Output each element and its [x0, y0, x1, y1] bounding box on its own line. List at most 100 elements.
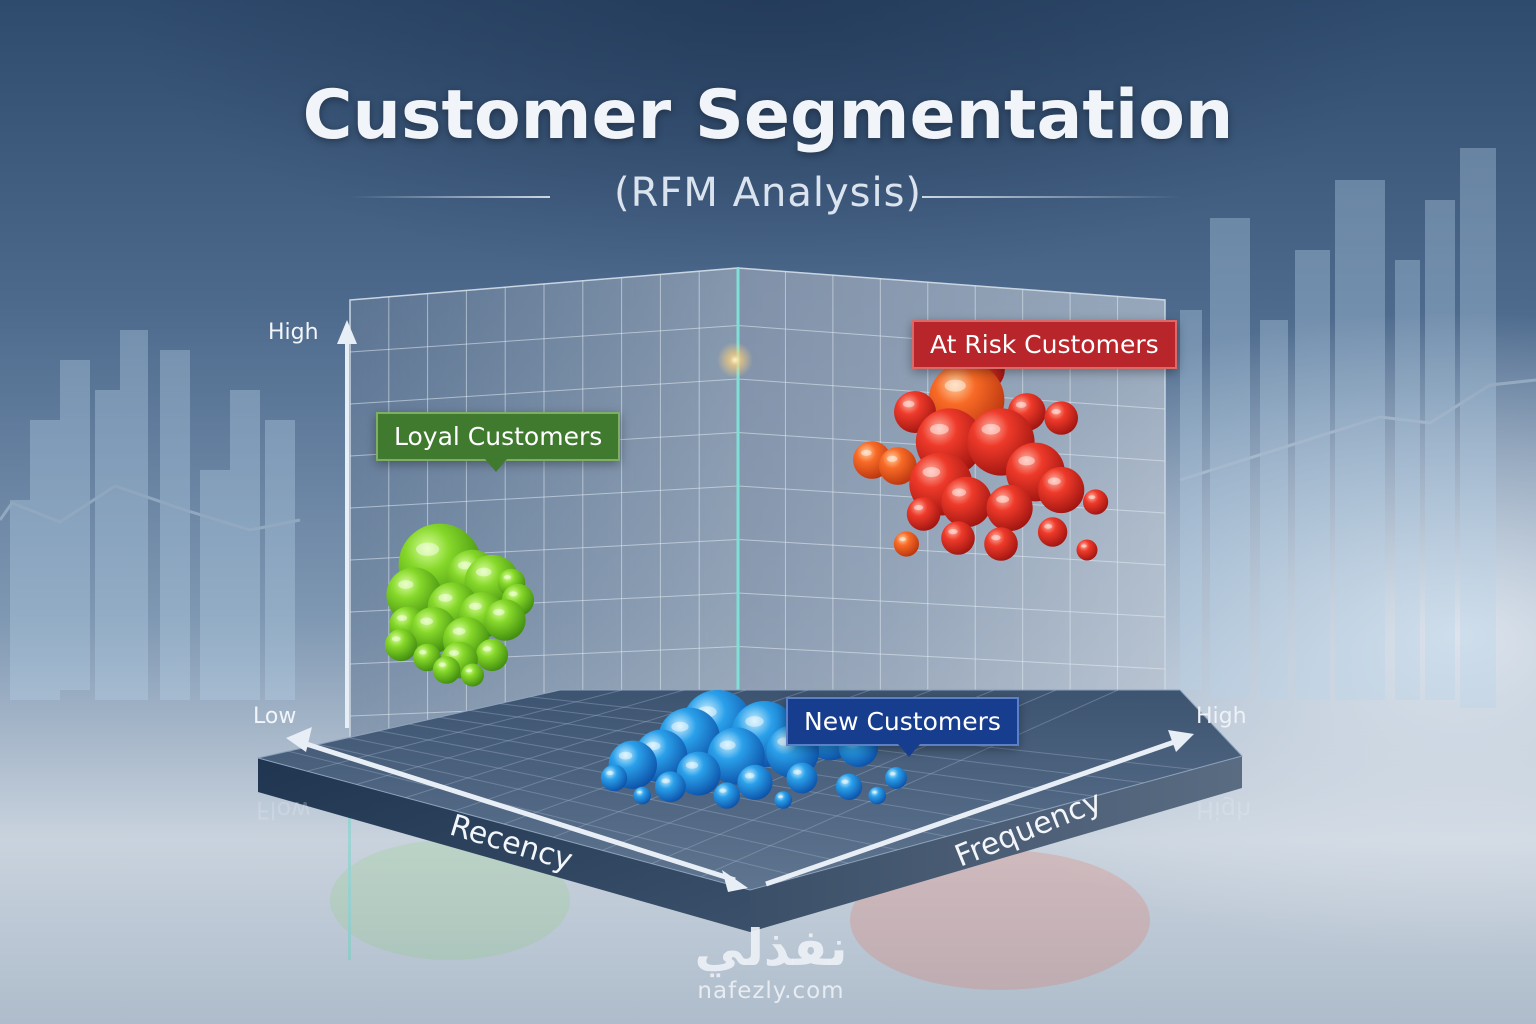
bubble-highlight [1088, 495, 1096, 500]
new-customers-label[interactable]: New Customers [786, 697, 1019, 757]
background-bar-chart [0, 148, 1536, 708]
background-bar [265, 420, 295, 700]
brand-logo[interactable]: نفذلي nafezly.com [676, 918, 866, 1004]
at-risk-bubble [986, 484, 1033, 532]
bubble-highlight [685, 761, 699, 769]
new-bubble [786, 762, 818, 794]
background-bar [60, 360, 90, 690]
background-bar [160, 350, 190, 700]
bubble-highlight [902, 400, 915, 408]
bubble-highlight [841, 779, 849, 784]
new-customers-text: New Customers [804, 707, 1001, 736]
background-bar [230, 390, 260, 700]
brand-website: nafezly.com [697, 978, 845, 1004]
at-risk-bubble [941, 476, 992, 528]
new-bubble [633, 786, 651, 805]
background-bar [1395, 260, 1420, 700]
bubble-highlight [922, 466, 941, 478]
at-risk-bubble [1076, 539, 1098, 561]
loyal-customers-label[interactable]: Loyal Customers [376, 412, 621, 472]
new-bubble [676, 751, 721, 796]
recency-axis-low-label: Low [253, 704, 297, 729]
platform-side-left [258, 758, 750, 932]
bubble-clusters [384, 349, 1109, 809]
grid-line [288, 750, 800, 878]
vertical-axis-high-label: High [268, 320, 319, 345]
bubble-highlight [719, 788, 727, 793]
grid-line [737, 646, 1166, 670]
background-bar [1460, 148, 1496, 708]
bubble-highlight [861, 449, 872, 456]
new-bubble [835, 773, 863, 800]
bubble-highlight [671, 721, 689, 732]
at-risk-bubble [893, 531, 920, 557]
bubble-highlight [944, 379, 966, 392]
loyal-bubble [384, 628, 418, 662]
bubble-highlight [886, 455, 898, 462]
at-risk-bubble [1038, 466, 1085, 514]
bubble-highlight [397, 580, 414, 589]
at-risk-bubble [941, 521, 975, 555]
callout-pointer [898, 744, 920, 757]
bubble-highlight [778, 795, 784, 799]
loyal-bubble [461, 663, 484, 687]
bubble-highlight [420, 617, 434, 625]
loyal-bubble [432, 656, 461, 684]
frequency-axis-arrow[interactable] [765, 730, 1194, 887]
bubble-highlight [637, 790, 643, 794]
bubble-highlight [899, 537, 907, 542]
at-risk-bubble [1037, 517, 1068, 547]
page-subtitle: (RFM Analysis) [613, 170, 923, 216]
new-bubble [655, 771, 686, 803]
bubble-highlight [872, 790, 878, 794]
bubble-highlight [1018, 456, 1035, 466]
grid-line [318, 743, 849, 864]
background-bar [1180, 310, 1202, 690]
at-risk-customers-label[interactable]: At Risk Customers [912, 320, 1177, 369]
callout-pointer [485, 459, 507, 472]
bubble-highlight [482, 646, 492, 652]
new-bubble [885, 767, 907, 789]
background-bar [1210, 218, 1250, 698]
at-risk-bubble [906, 497, 941, 531]
bubble-highlight [503, 575, 512, 580]
bubble-highlight [889, 772, 896, 776]
vertical-axis-arrow [337, 320, 357, 728]
grid-line [356, 689, 685, 785]
frequency-axis-high-label: High [1196, 704, 1247, 729]
bubble-highlight [418, 650, 427, 655]
grid-line [700, 689, 1119, 878]
background-bar [10, 500, 50, 700]
grid-line [349, 325, 739, 353]
at-risk-bubble [1083, 489, 1109, 515]
recency-axis-arrow[interactable] [286, 727, 748, 892]
loyal-bubble [484, 599, 526, 641]
bubble-highlight [606, 770, 614, 776]
bubble-highlight [508, 591, 518, 597]
page-title: Customer Segmentation [302, 76, 1234, 155]
background-bar [1295, 250, 1330, 700]
background-bar [200, 470, 250, 700]
background-bar [1425, 200, 1455, 700]
bubble-highlight [618, 751, 633, 760]
at-risk-bubble [1044, 401, 1078, 435]
bubble-highlight [991, 534, 1001, 541]
loyal-customers-text: Loyal Customers [394, 422, 603, 451]
at-risk-bubble [984, 527, 1018, 561]
bubble-highlight [1080, 544, 1087, 548]
bubble-highlight [391, 636, 401, 642]
bubble-highlight [448, 650, 460, 656]
grid-line [737, 592, 1166, 618]
bubble-highlight [1044, 524, 1053, 529]
bubble-highlight [396, 615, 408, 621]
background-bar [1335, 180, 1385, 700]
bubble-highlight [475, 567, 492, 577]
at-risk-bubble [878, 447, 917, 485]
bubble-highlight [793, 769, 802, 775]
light-flare [717, 342, 753, 378]
subtitle-rule-right [922, 196, 1182, 198]
new-bubble [868, 786, 886, 805]
bubble-highlight [468, 602, 482, 610]
bubble-highlight [745, 716, 764, 727]
grid-line [307, 689, 623, 772]
